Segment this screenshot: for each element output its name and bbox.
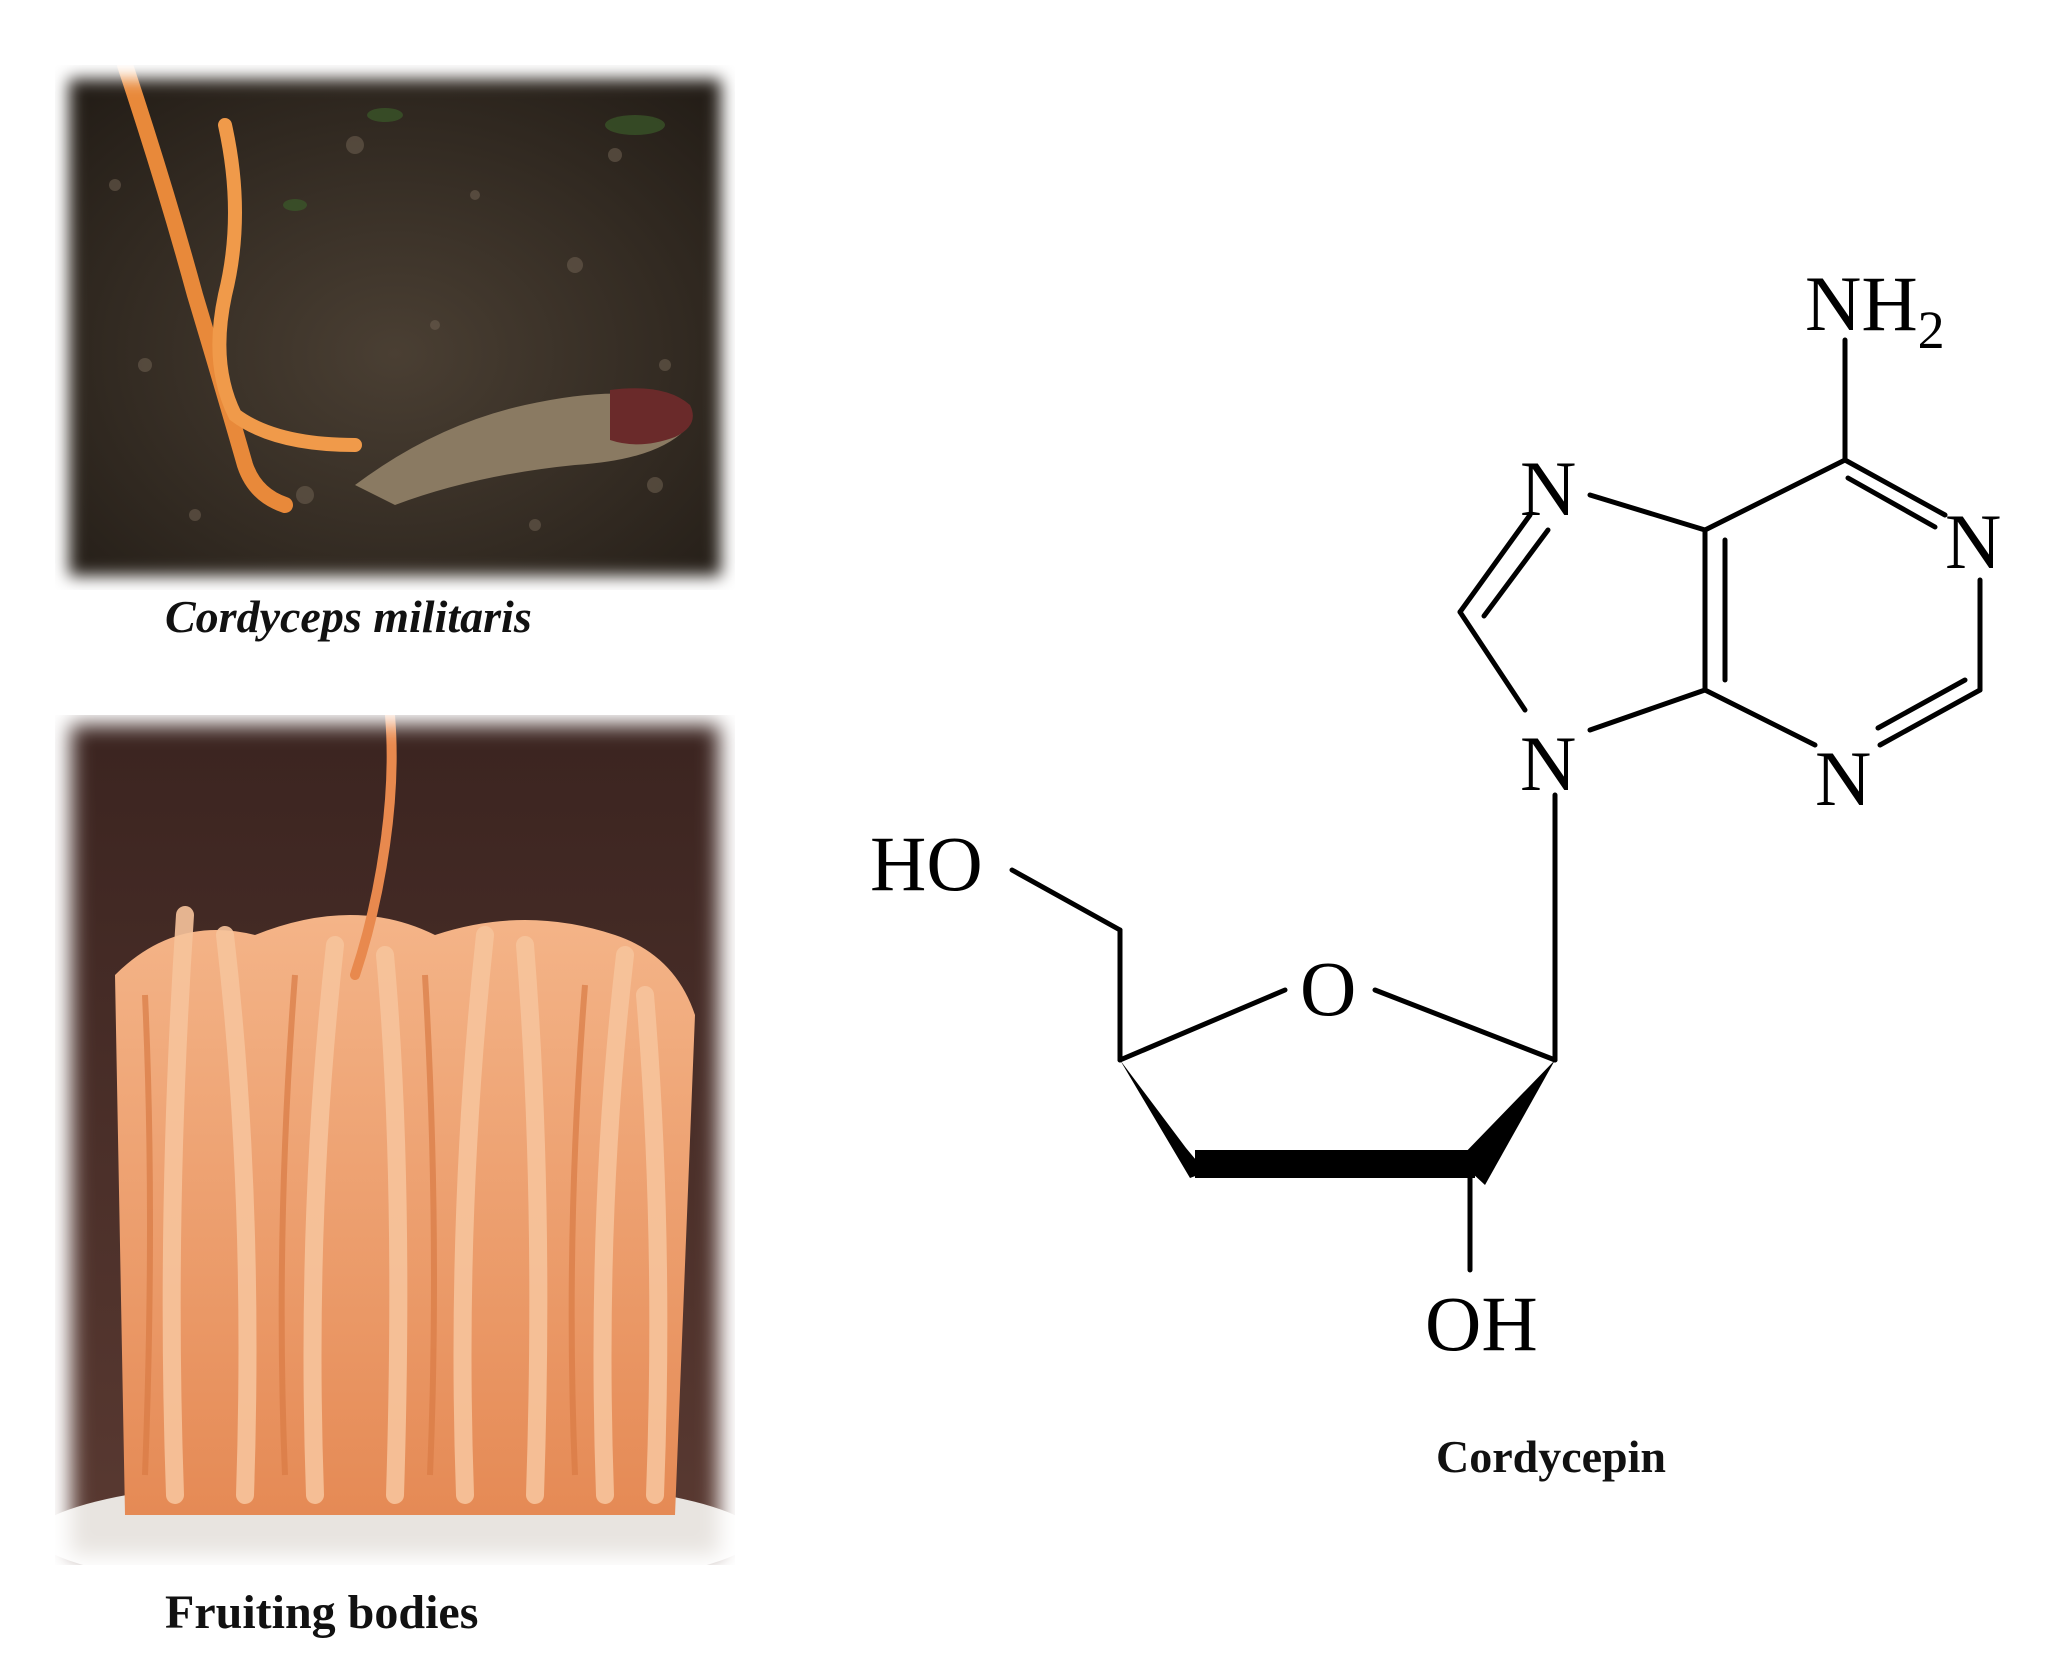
bold-bond-c3prime-c2prime	[1195, 1150, 1475, 1178]
ring-oxygen-label: O	[1300, 945, 1356, 1032]
n7-label: N	[1520, 445, 1576, 532]
bond-c5-c6	[1702, 457, 1848, 533]
bond-c1prime-o	[1372, 987, 1558, 1063]
bond-c5prime-ho	[1009, 867, 1123, 933]
n1-label: N	[1945, 498, 2001, 585]
bond-c6-n1	[1842, 457, 1948, 518]
bond-o-c4prime	[1117, 987, 1288, 1063]
fruiting-bodies-photo	[55, 715, 735, 1565]
nh2-label: NH2	[1805, 260, 1945, 360]
wedge-c1prime-c2prime	[1458, 1060, 1555, 1185]
bond-c6-n1-double	[1845, 475, 1938, 530]
oh-label: OH	[1425, 1280, 1538, 1367]
bond-n7-c8	[1457, 512, 1533, 615]
bond-c2-n3	[1877, 687, 1983, 748]
n9-label: N	[1520, 720, 1576, 807]
bond-c8-n9	[1457, 609, 1528, 713]
bond-n9-c4	[1587, 687, 1708, 733]
bond-n7-c8-double	[1481, 527, 1551, 619]
fruiting-bodies-caption: Fruiting bodies	[165, 1586, 479, 1639]
cordyceps-militaris-caption: Cordyceps militaris	[165, 591, 532, 642]
bond-c5-n7	[1587, 492, 1708, 533]
wedge-c4prime-c3prime	[1120, 1060, 1206, 1178]
n3-label: N	[1815, 735, 1871, 822]
bond-c2-n3-double	[1875, 677, 1968, 731]
bond-n3-c4	[1702, 687, 1818, 748]
cordyceps-militaris-photo	[55, 65, 735, 590]
cordycepin-caption: Cordycepin	[1436, 1431, 1666, 1482]
ho-label: HO	[870, 820, 983, 907]
